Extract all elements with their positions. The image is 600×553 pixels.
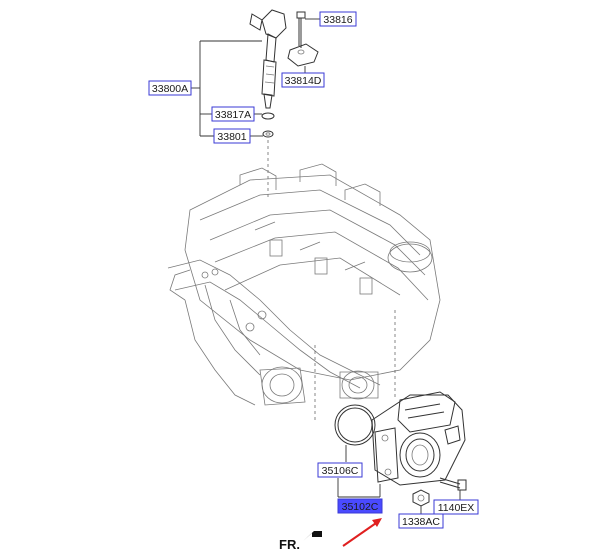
bolt-1140ex-drawing (439, 477, 467, 491)
gasket-35106c-drawing (334, 404, 376, 446)
red-arrow-icon (342, 518, 382, 547)
bolt-33816-drawing (296, 11, 306, 48)
clamp-33814d-drawing (287, 43, 319, 67)
front-direction-label: FR. (279, 537, 300, 552)
throttle-body-drawing (371, 391, 466, 486)
intake-manifold-drawing (167, 259, 381, 406)
callout-33816-text: 33816 (323, 14, 352, 26)
leader-lines (190, 18, 461, 514)
callout-33814d[interactable]: 33814D (281, 72, 325, 88)
callout-35102c-text: 35102C (342, 501, 379, 513)
cylinder-head-drawing (169, 163, 441, 381)
injector-drawing (249, 9, 287, 138)
callout-35106c-text: 35106C (322, 465, 359, 477)
callout-33817a-text: 33817A (215, 109, 251, 121)
callout-33814d-text: 33814D (285, 75, 322, 87)
callout-33801-text: 33801 (217, 131, 246, 143)
callout-1140ex-text: 1140EX (438, 502, 475, 514)
callout-1338ac[interactable]: 1338AC (398, 513, 444, 529)
callout-33817a[interactable]: 33817A (211, 106, 255, 122)
front-direction-marker: FR. (279, 531, 322, 552)
callout-35102c[interactable]: 35102C (337, 498, 383, 514)
callout-33800a-text: 33800A (152, 83, 188, 95)
front-arrow-icon (303, 531, 322, 541)
callout-33801[interactable]: 33801 (213, 128, 251, 144)
callout-35106c[interactable]: 35106C (317, 462, 363, 478)
callout-1338ac-text: 1338AC (402, 516, 440, 528)
nut-1338ac-drawing (412, 489, 430, 507)
callout-33816[interactable]: 33816 (319, 11, 357, 27)
callout-33800a[interactable]: 33800A (148, 80, 192, 96)
callout-1140ex[interactable]: 1140EX (433, 499, 479, 515)
